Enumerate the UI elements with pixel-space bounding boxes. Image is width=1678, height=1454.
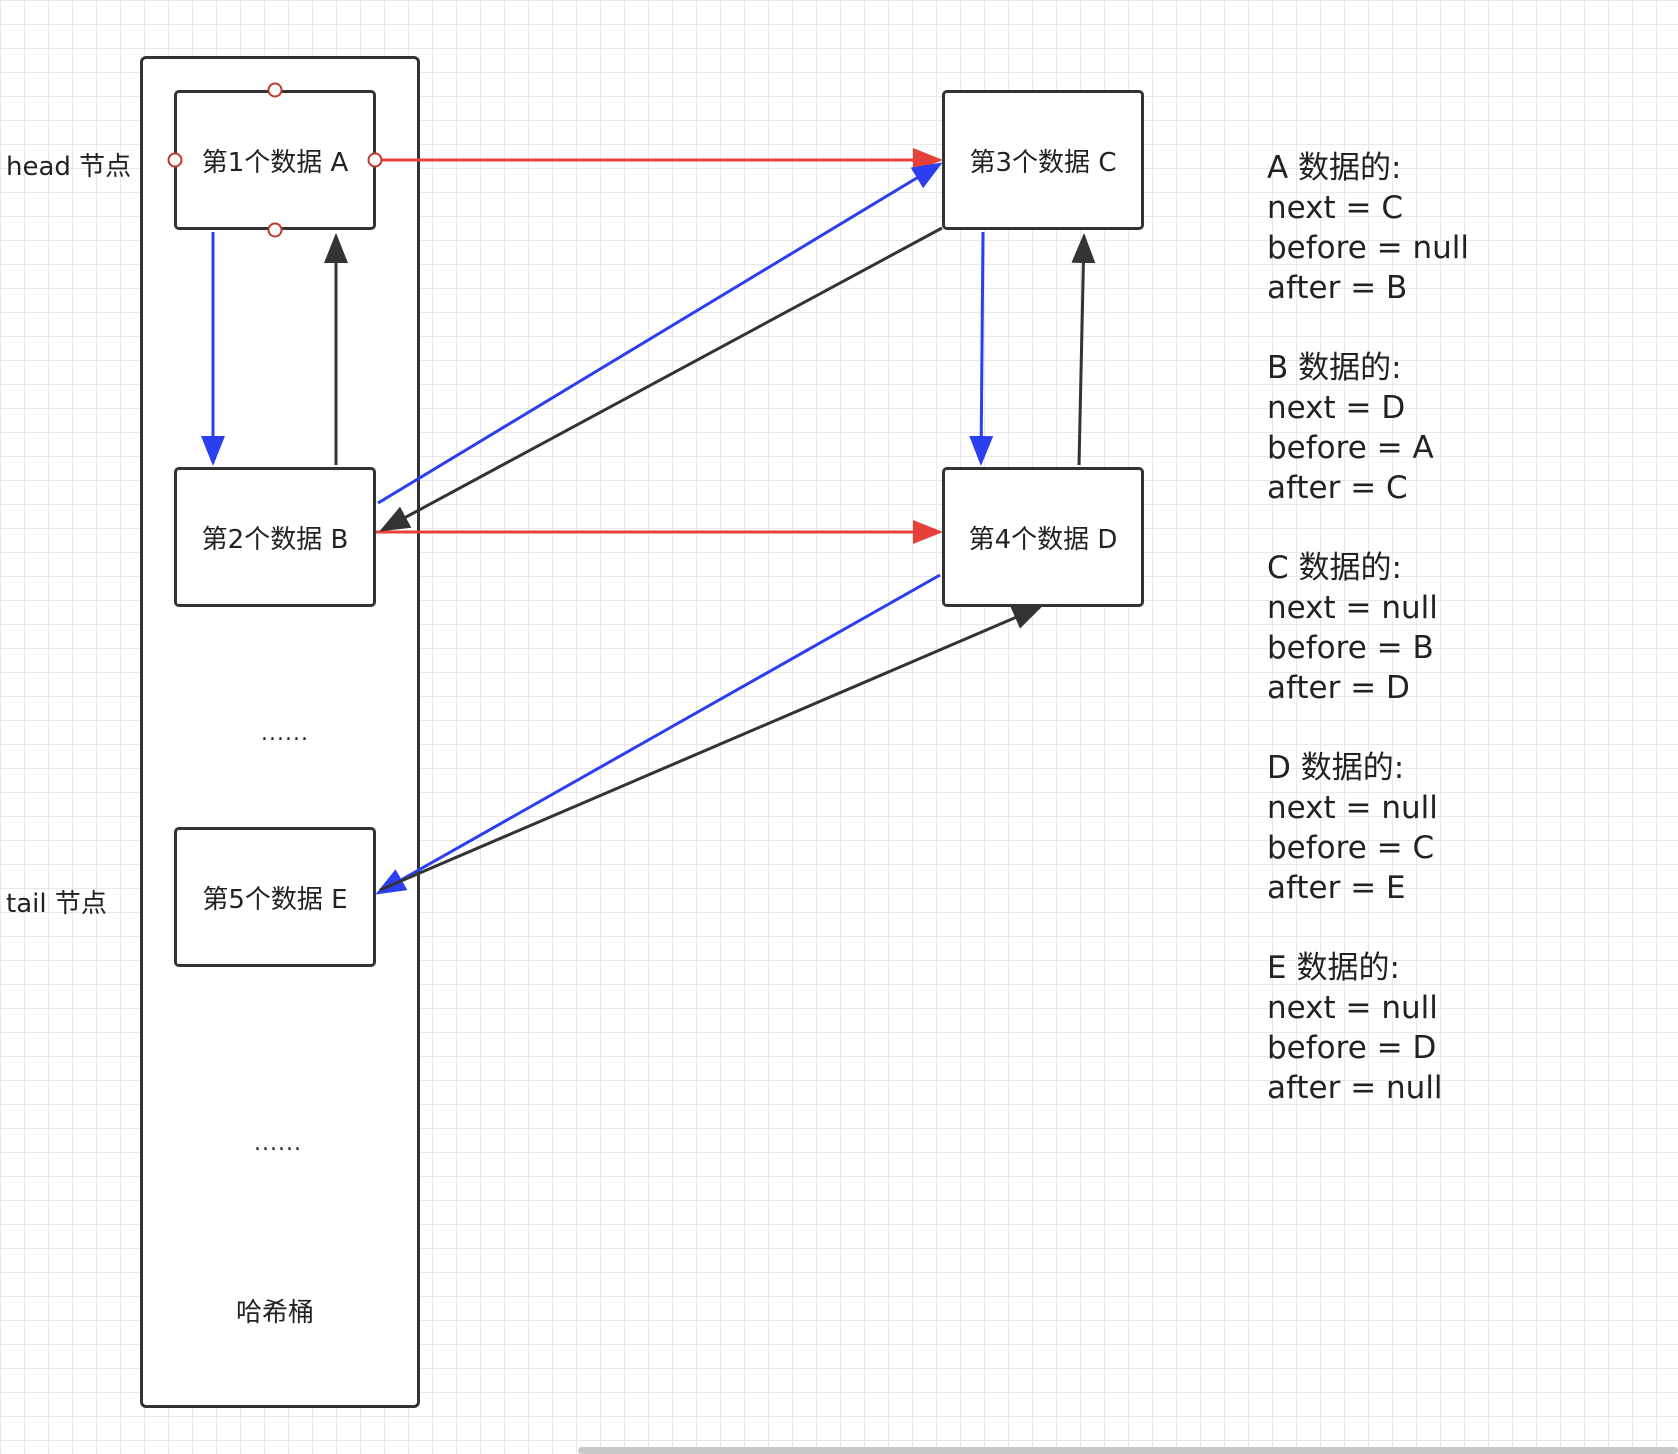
note-b-title: B 数据的: bbox=[1267, 350, 1402, 386]
node-d[interactable]: 第4个数据 D bbox=[942, 467, 1144, 607]
node-b-label: 第2个数据 B bbox=[201, 524, 349, 555]
node-a[interactable]: 第1个数据 A bbox=[174, 90, 376, 230]
node-b[interactable]: 第2个数据 B bbox=[174, 467, 376, 607]
bucket-label: 哈希桶 bbox=[236, 1298, 315, 1328]
note-c-before: before = B bbox=[1267, 630, 1434, 666]
note-d-title: D 数据的: bbox=[1267, 750, 1405, 786]
note-block-b: B 数据的: next = D before = A after = C bbox=[1267, 348, 1469, 508]
note-d-next: next = null bbox=[1267, 790, 1438, 826]
note-e-before: before = D bbox=[1267, 1030, 1437, 1066]
hash-bucket bbox=[140, 56, 420, 1408]
node-a-handle-right[interactable] bbox=[367, 152, 383, 168]
note-b-next: next = D bbox=[1267, 390, 1406, 426]
pointer-notes: A 数据的: next = C before = null after = B … bbox=[1267, 148, 1469, 1148]
node-d-label: 第4个数据 D bbox=[968, 524, 1118, 555]
arrow-dark-e-to-d bbox=[379, 605, 1043, 892]
note-a-next: next = C bbox=[1267, 190, 1404, 226]
node-e-label: 第5个数据 E bbox=[202, 884, 348, 915]
note-a-after: after = B bbox=[1267, 270, 1408, 306]
node-e[interactable]: 第5个数据 E bbox=[174, 827, 376, 967]
tail-node-label: tail 节点 bbox=[6, 889, 107, 919]
note-b-before: before = A bbox=[1267, 430, 1434, 466]
node-c-label: 第3个数据 C bbox=[969, 147, 1117, 178]
note-block-a: A 数据的: next = C before = null after = B bbox=[1267, 148, 1469, 308]
node-a-handle-top[interactable] bbox=[267, 82, 283, 98]
note-c-next: next = null bbox=[1267, 590, 1438, 626]
note-block-d: D 数据的: next = null before = C after = E bbox=[1267, 748, 1469, 908]
node-a-handle-bottom[interactable] bbox=[267, 222, 283, 238]
arrow-blue-b-to-c bbox=[377, 162, 943, 505]
note-block-c: C 数据的: next = null before = B after = D bbox=[1267, 548, 1469, 708]
node-c[interactable]: 第3个数据 C bbox=[942, 90, 1144, 230]
arrow-blue-d-to-e bbox=[375, 573, 941, 895]
note-b-after: after = C bbox=[1267, 470, 1408, 506]
note-a-title: A 数据的: bbox=[1267, 150, 1402, 186]
bucket-ellipsis-lower: ...... bbox=[254, 1131, 302, 1156]
horizontal-scrollbar[interactable] bbox=[578, 1447, 1678, 1454]
bucket-ellipsis-upper: ...... bbox=[261, 721, 309, 746]
note-c-title: C 数据的: bbox=[1267, 550, 1402, 586]
node-a-handle-left[interactable] bbox=[167, 152, 183, 168]
note-d-before: before = C bbox=[1267, 830, 1435, 866]
note-a-before: before = null bbox=[1267, 230, 1469, 266]
note-d-after: after = E bbox=[1267, 870, 1406, 906]
note-c-after: after = D bbox=[1267, 670, 1410, 706]
note-e-title: E 数据的: bbox=[1267, 950, 1400, 986]
arrow-blue-c-to-d bbox=[969, 231, 994, 466]
arrow-dark-d-to-c bbox=[1071, 233, 1096, 466]
node-a-label: 第1个数据 A bbox=[201, 147, 349, 178]
note-e-after: after = null bbox=[1267, 1070, 1443, 1106]
note-e-next: next = null bbox=[1267, 990, 1438, 1026]
arrow-dark-c-to-b bbox=[379, 226, 943, 532]
head-node-label: head 节点 bbox=[6, 152, 132, 182]
note-block-e: E 数据的: next = null before = D after = nu… bbox=[1267, 948, 1469, 1108]
